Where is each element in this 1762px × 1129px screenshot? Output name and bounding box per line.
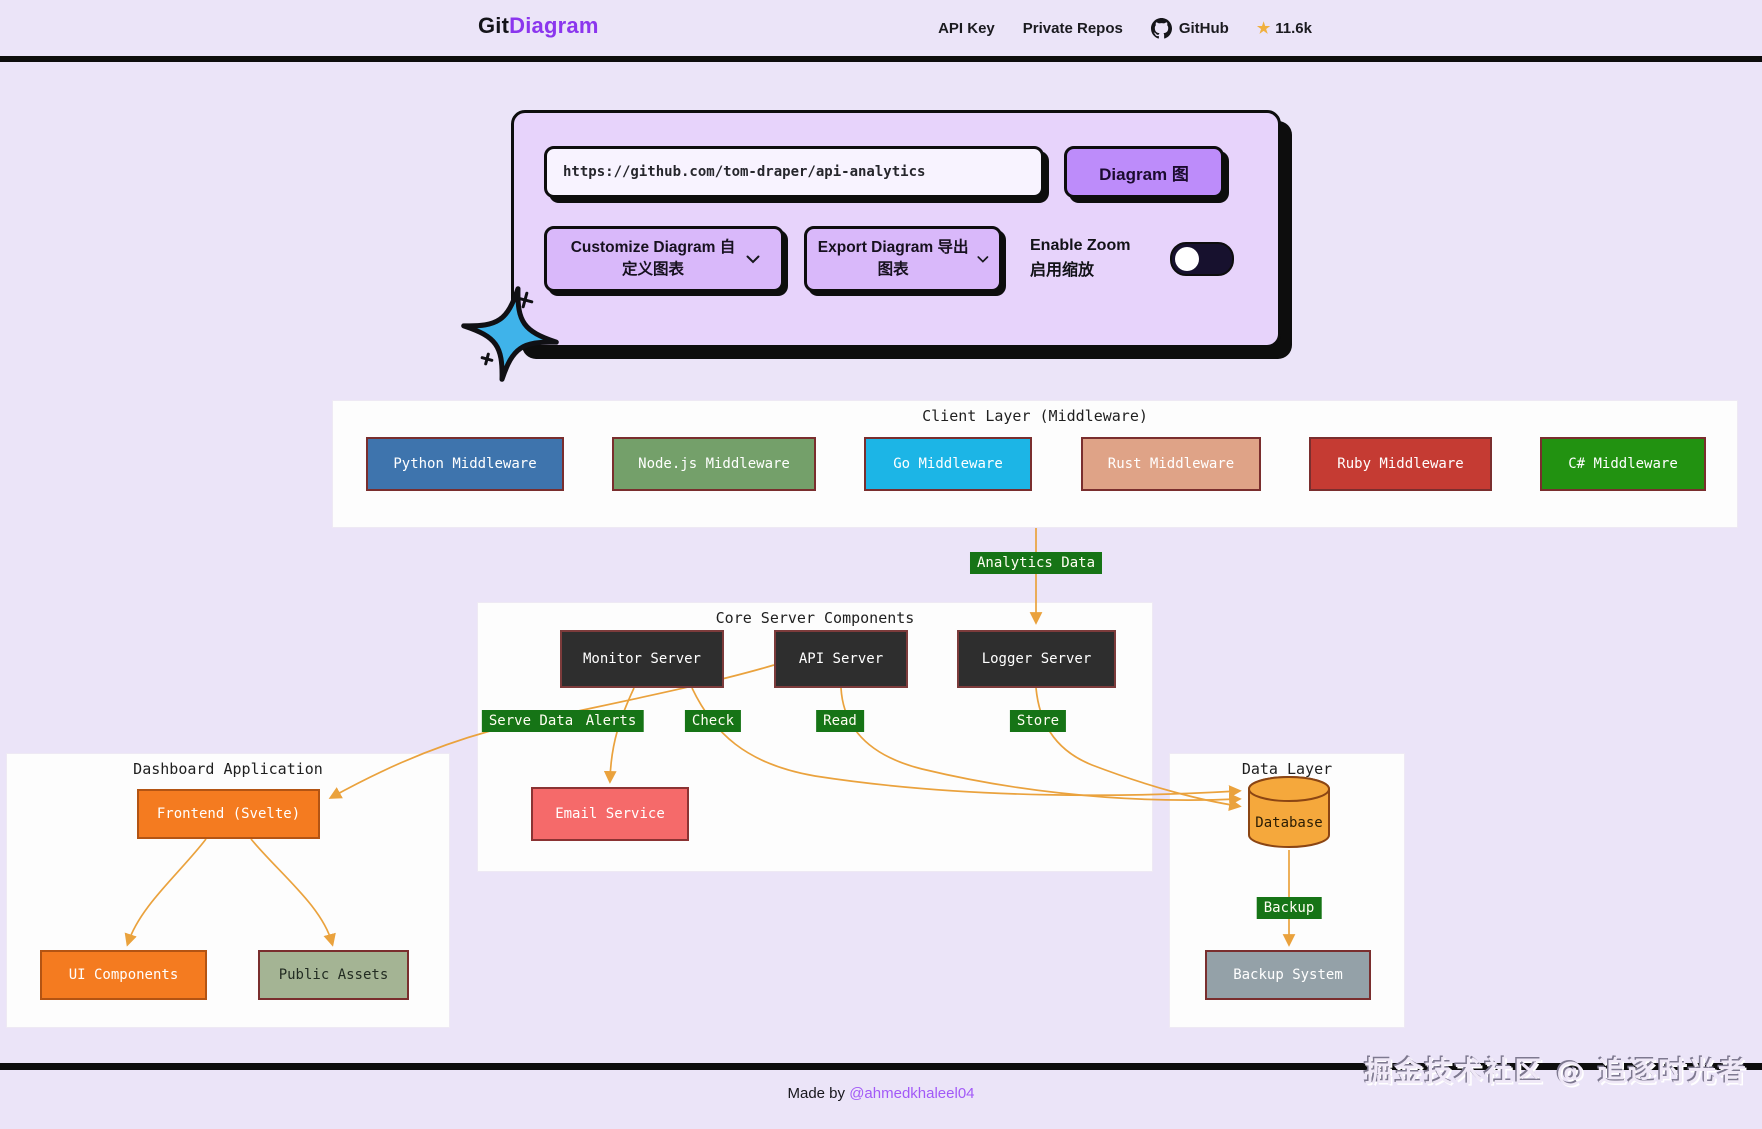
star-icon: ★: [1256, 20, 1271, 37]
diagram-options-row: Customize Diagram 自定义图表 Export Diagram 导…: [544, 226, 1248, 292]
node-label: UI Components: [68, 967, 179, 983]
logo-text-diagram: Diagram: [509, 13, 599, 38]
node-rust[interactable]: Rust Middleware: [1081, 437, 1261, 491]
chevron-down-icon: [977, 255, 989, 263]
node-label: Frontend (Svelte): [156, 806, 301, 822]
node-label: Ruby Middleware: [1337, 456, 1464, 472]
section-title-data: Data Layer: [1241, 760, 1333, 778]
nav-private-repos[interactable]: Private Repos: [1022, 19, 1123, 37]
node-database[interactable]: Database: [1247, 775, 1331, 851]
edge-label-serve: Serve Data: [481, 710, 581, 732]
zoom-toggle[interactable]: [1170, 242, 1234, 276]
made-by-text: Made by: [787, 1085, 846, 1102]
node-csharp[interactable]: C# Middleware: [1540, 437, 1706, 491]
node-ui[interactable]: UI Components: [40, 950, 207, 1000]
node-label: Database: [1255, 815, 1323, 831]
chevron-down-icon: [746, 255, 760, 263]
repo-card: Diagram 图 Customize Diagram 自定义图表 Export…: [511, 110, 1281, 348]
node-monitor[interactable]: Monitor Server: [560, 630, 724, 688]
node-label: Go Middleware: [893, 456, 1003, 472]
watermark: 掘金技术社区 @ 追逐时光者: [1364, 1055, 1748, 1088]
database-cylinder-shape: [1248, 776, 1330, 848]
app-logo[interactable]: GitDiagram: [478, 13, 599, 39]
node-label: Rust Middleware: [1107, 456, 1235, 472]
node-label: Python Middleware: [393, 456, 537, 472]
nav-api-key[interactable]: API Key: [938, 19, 995, 37]
node-label: Email Service: [555, 806, 665, 822]
generate-diagram-button[interactable]: Diagram 图: [1064, 146, 1224, 198]
node-frontend[interactable]: Frontend (Svelte): [137, 789, 320, 839]
edge-label-alerts: Alerts: [578, 710, 644, 732]
edge-label-analytics: Analytics Data: [969, 552, 1103, 574]
node-backup[interactable]: Backup System: [1205, 950, 1371, 1000]
enable-zoom-label: Enable Zoom 启用缩放: [1030, 237, 1131, 279]
edge-label-backupedge: Backup: [1256, 897, 1322, 919]
github-icon: [1150, 17, 1172, 38]
node-ruby[interactable]: Ruby Middleware: [1309, 437, 1492, 491]
github-stars[interactable]: ★ 11.6k: [1256, 19, 1312, 38]
star-count: 11.6k: [1275, 19, 1312, 37]
node-label: C# Middleware: [1568, 456, 1678, 472]
author-link[interactable]: @ahmedkhaleel04: [849, 1085, 975, 1102]
node-label: Backup System: [1233, 967, 1343, 983]
footer-divider: [0, 1063, 1762, 1070]
section-title-client: Client Layer (Middleware): [922, 407, 1148, 425]
customize-diagram-label: Customize Diagram 自定义图表: [570, 238, 736, 278]
section-title-dashboard: Dashboard Application: [133, 760, 323, 778]
node-label: API Server: [798, 651, 884, 667]
sparkle-decoration: [461, 286, 559, 382]
nav-github[interactable]: GitHub: [1150, 17, 1229, 39]
logo-text-git: Git: [478, 13, 510, 38]
header-divider: [0, 56, 1762, 62]
node-go[interactable]: Go Middleware: [864, 437, 1032, 491]
node-logger[interactable]: Logger Server: [957, 630, 1116, 688]
node-label: Public Assets: [278, 967, 389, 983]
customize-diagram-dropdown[interactable]: Customize Diagram 自定义图表: [544, 226, 784, 292]
plus-marks: [480, 291, 534, 366]
section-client: Client Layer (Middleware): [332, 400, 1738, 528]
edge-label-read: Read: [816, 710, 864, 732]
node-label: Monitor Server: [582, 651, 701, 667]
repo-input-row: Diagram 图: [544, 146, 1248, 198]
export-diagram-label: Export Diagram 导出图表: [817, 238, 969, 278]
node-python[interactable]: Python Middleware: [366, 437, 564, 491]
edge-label-store: Store: [1009, 710, 1067, 732]
node-label: Logger Server: [981, 651, 1092, 667]
footer: Made by @ahmedkhaleel04: [0, 1085, 1762, 1102]
edge-label-check: Check: [684, 710, 742, 732]
node-api[interactable]: API Server: [774, 630, 908, 688]
repo-url-input[interactable]: [544, 146, 1044, 198]
node-label: Node.js Middleware: [638, 456, 790, 472]
zoom-toggle-knob: [1175, 247, 1199, 271]
nav-github-label: GitHub: [1178, 19, 1229, 37]
node-nodejs[interactable]: Node.js Middleware: [612, 437, 816, 491]
export-diagram-dropdown[interactable]: Export Diagram 导出图表: [804, 226, 1002, 292]
node-assets[interactable]: Public Assets: [258, 950, 409, 1000]
section-title-core: Core Server Components: [715, 609, 915, 627]
header-nav: API Key Private Repos GitHub ★ 11.6k: [938, 0, 1312, 56]
node-email[interactable]: Email Service: [531, 787, 689, 841]
